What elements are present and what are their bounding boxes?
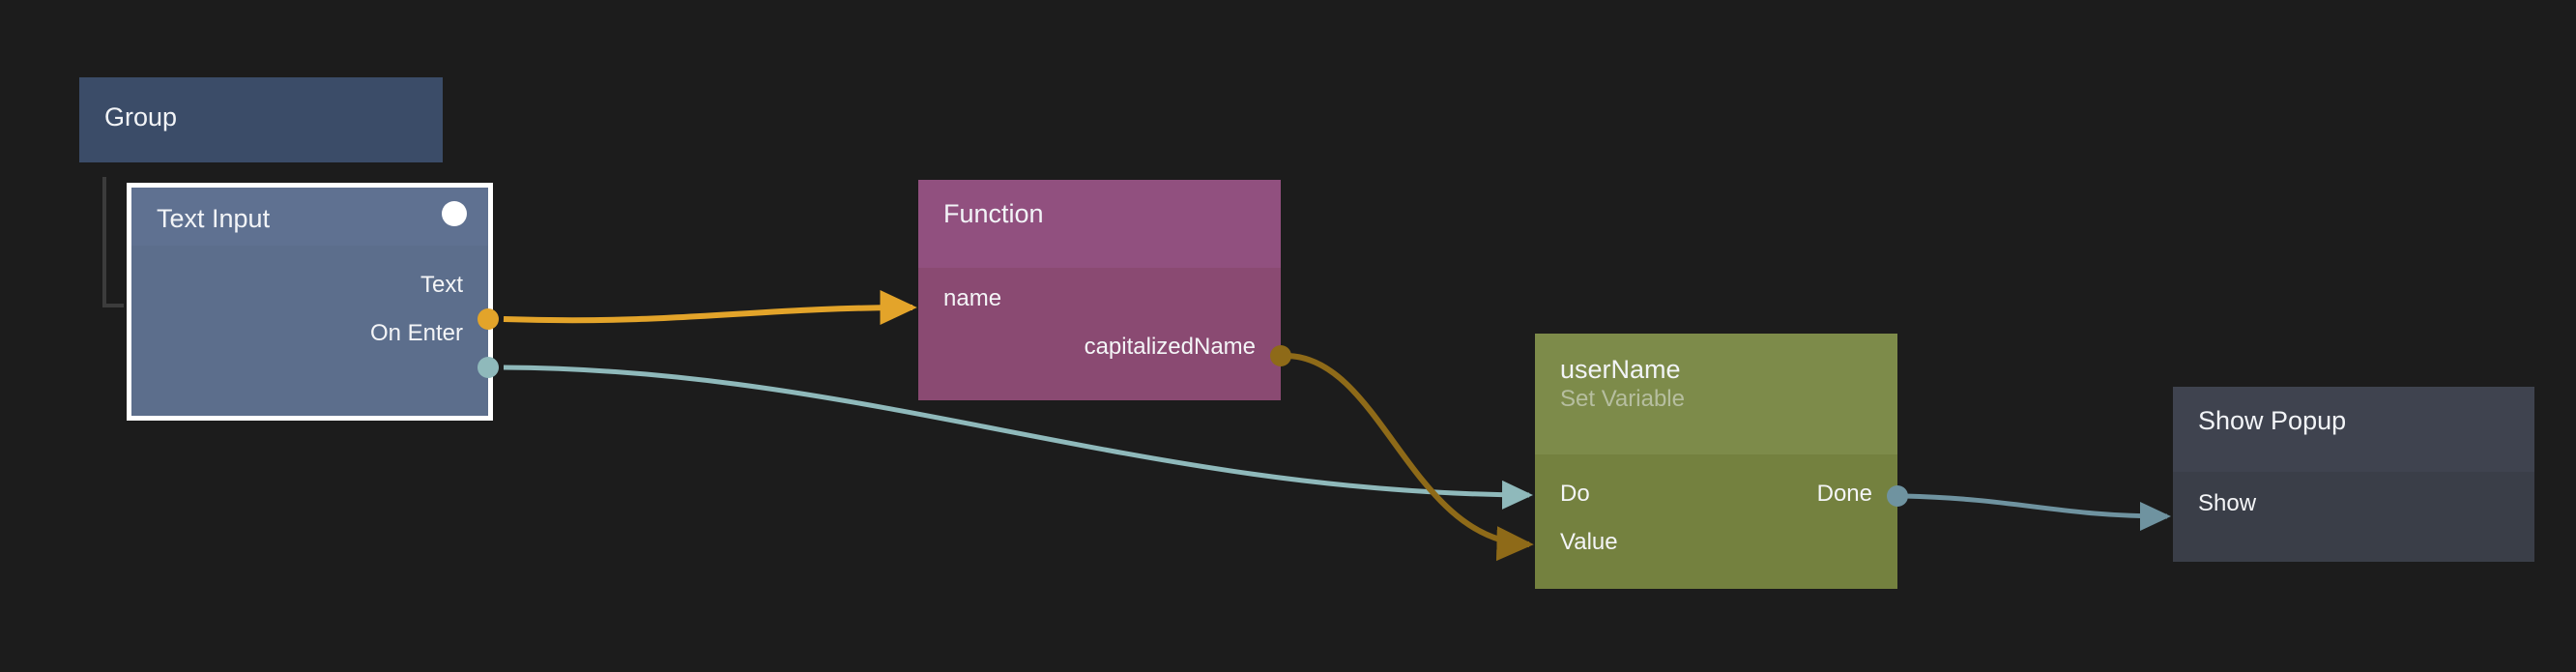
output-port-label-on-enter: On Enter xyxy=(369,320,463,346)
input-port-row-do[interactable]: Do xyxy=(1560,481,1590,507)
output-port-row-capitalizedname[interactable]: capitalizedName xyxy=(1084,334,1256,360)
set-variable-node-body: Do Value Done xyxy=(1535,454,1897,589)
output-port-dot-capitalizedname[interactable] xyxy=(1270,345,1291,366)
input-port-label-value: Value xyxy=(1560,529,1618,555)
set-variable-node-header: userName Set Variable xyxy=(1535,334,1897,454)
set-variable-node-title: userName xyxy=(1560,355,1681,384)
group-node-title: Group xyxy=(104,102,178,131)
input-port-label-do: Do xyxy=(1560,481,1590,507)
function-node-header: Function xyxy=(918,180,1281,268)
node-set-variable[interactable]: userName Set Variable Do Value Done xyxy=(1535,334,1908,589)
output-port-label-done: Done xyxy=(1816,481,1872,507)
input-port-row-show[interactable]: Show xyxy=(2198,490,2257,516)
group-child-tree-connector xyxy=(102,177,124,307)
output-port-dot-text[interactable] xyxy=(478,308,499,330)
output-port-label-capitalizedname: capitalizedName xyxy=(1084,334,1256,360)
node-text-input[interactable]: Text Input Text On Enter xyxy=(127,183,499,421)
group-node-header: Group xyxy=(79,77,443,162)
output-port-row-text[interactable]: Text xyxy=(420,272,463,298)
text-input-node-title: Text Input xyxy=(157,204,271,233)
input-port-label-name: name xyxy=(943,285,1002,311)
input-port-row-value[interactable]: Value xyxy=(1560,529,1618,555)
wire-done-to-show xyxy=(1903,493,2172,531)
node-function[interactable]: Function name capitalizedName xyxy=(918,180,1291,400)
output-port-row-on-enter[interactable]: On Enter xyxy=(369,320,463,346)
output-port-label-text: Text xyxy=(420,272,463,298)
node-show-popup[interactable]: Show Popup Show xyxy=(2173,387,2534,562)
function-node-title: Function xyxy=(943,199,1044,228)
show-popup-node-header: Show Popup xyxy=(2173,387,2534,472)
text-input-node-body: Text On Enter xyxy=(131,246,488,416)
text-input-node-header: Text Input xyxy=(131,188,488,246)
input-port-row-name[interactable]: name xyxy=(943,285,1002,311)
status-dot-icon[interactable] xyxy=(442,201,467,226)
output-port-dot-on-enter[interactable] xyxy=(478,357,499,378)
show-popup-node-title: Show Popup xyxy=(2198,406,2347,435)
wire-text-to-name xyxy=(503,290,917,326)
output-port-dot-done[interactable] xyxy=(1887,485,1908,507)
input-port-label-show: Show xyxy=(2198,490,2257,516)
wire-capitalizedname-to-value xyxy=(1288,353,1534,562)
node-group[interactable]: Group xyxy=(79,77,443,162)
set-variable-node-subtitle: Set Variable xyxy=(1560,385,1685,412)
show-popup-node-body: Show xyxy=(2173,472,2534,562)
output-port-row-done[interactable]: Done xyxy=(1816,481,1872,507)
function-node-body: name capitalizedName xyxy=(918,268,1281,400)
